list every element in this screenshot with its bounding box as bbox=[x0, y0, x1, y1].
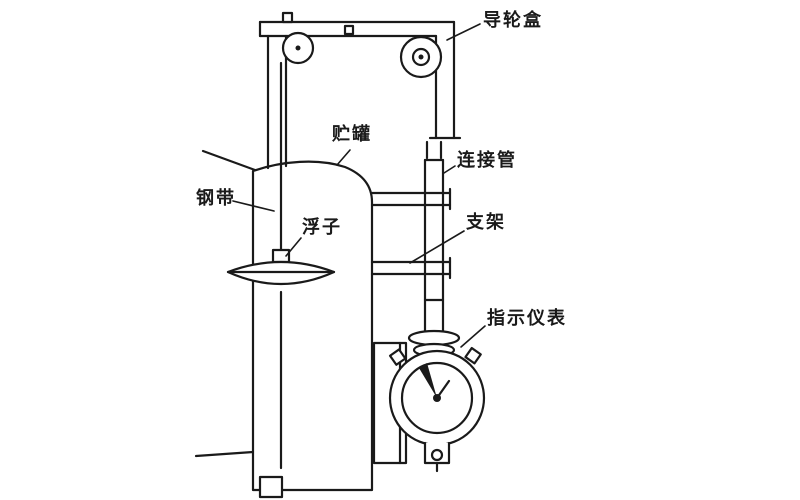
indicator-gauge-drawing bbox=[372, 341, 486, 473]
gauge-needle-icon bbox=[419, 363, 451, 402]
leader-lines bbox=[232, 23, 486, 348]
label-storage-tank: 贮罐 bbox=[332, 124, 372, 145]
label-float: 浮子 bbox=[302, 217, 342, 238]
tank-drawing bbox=[194, 149, 374, 499]
label-steel-band: 钢带 bbox=[196, 188, 236, 209]
label-bracket: 支架 bbox=[466, 212, 506, 233]
label-indicator: 指示仪表 bbox=[487, 308, 567, 329]
label-guide-wheel-box: 导轮盒 bbox=[483, 10, 543, 31]
bracket-drawing bbox=[370, 187, 452, 280]
left-pulley-icon bbox=[281, 31, 315, 65]
label-connecting-pipe: 连接管 bbox=[457, 150, 517, 171]
guide-wheel-box-drawing bbox=[258, 11, 462, 170]
float-drawing bbox=[226, 248, 336, 286]
right-pulley-icon bbox=[399, 35, 443, 79]
